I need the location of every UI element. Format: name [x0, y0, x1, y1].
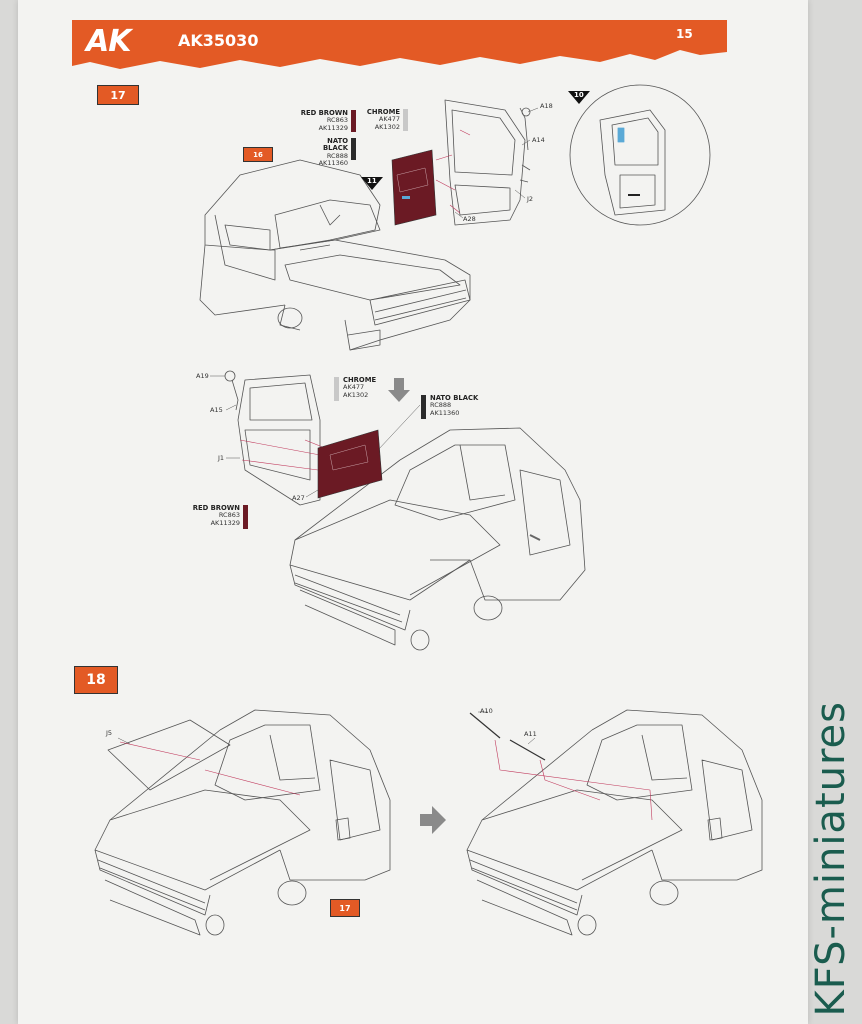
- part-a10-label: A10: [480, 707, 493, 715]
- step-17-ref-badge: 17: [330, 899, 360, 917]
- door-panel-upper: [391, 149, 437, 226]
- door-panel-lower: [317, 429, 383, 499]
- paint-chrome-upper: CHROME AK477 AK1302: [366, 108, 400, 131]
- swatch-nato-black-lower: [421, 395, 426, 419]
- paint-chrome-lower: CHROME AK477 AK1302: [343, 376, 377, 399]
- part-a19-label: A19: [196, 372, 209, 380]
- arrow-down-icon: [388, 378, 410, 402]
- product-code: AK35030: [178, 31, 259, 50]
- paint-red-brown-lower: RED BROWN RC863 AK11329: [192, 504, 240, 527]
- step-11-triangle: [361, 177, 383, 190]
- part-j2-label: J2: [527, 195, 534, 203]
- paint-red-brown-upper: RED BROWN RC863 AK11329: [300, 109, 348, 132]
- cab-step18-left: [94, 709, 391, 936]
- arrow-right-icon: [420, 806, 446, 834]
- paint-nato-black-lower: NATO BLACK RC888 AK11360: [430, 394, 479, 417]
- page-number: 15: [676, 27, 693, 41]
- part-a18-label: A18: [540, 102, 553, 110]
- header-banner: [72, 20, 727, 69]
- watermark: KFS-miniatures: [808, 700, 854, 1016]
- step-10-ref-label: 10: [574, 91, 584, 99]
- detail-circle-10: [569, 84, 711, 226]
- brand-logo: AK: [86, 24, 131, 59]
- door-left-lower: [224, 370, 321, 506]
- paint-nato-black-upper: NATO BLACK RC888 AK11360: [318, 137, 348, 168]
- part-a11-label: A11: [524, 730, 537, 738]
- step-10-triangle: [568, 91, 590, 104]
- door-right-upper: [444, 99, 531, 226]
- swatch-red-brown-upper: [351, 110, 356, 132]
- part-j1-label: J1: [218, 454, 225, 462]
- step-17-badge: 17: [97, 85, 139, 105]
- swatch-nato-black-upper: [351, 138, 356, 160]
- step-16-ref-badge: 16: [243, 147, 273, 162]
- swatch-chrome-upper: [403, 109, 408, 131]
- cab-upper: [199, 159, 471, 351]
- step-11-ref-label: 11: [367, 177, 377, 185]
- part-a27-label: A27: [292, 494, 305, 502]
- cab-step18-right: [466, 709, 763, 936]
- swatch-red-brown-lower: [243, 505, 248, 529]
- part-a14-label: A14: [532, 136, 545, 144]
- swatch-chrome-lower: [334, 377, 339, 401]
- part-a15-label: A15: [210, 406, 223, 414]
- part-j5-label: J5: [106, 729, 113, 737]
- step-18-badge: 18: [74, 666, 118, 694]
- cab-lower: [289, 427, 586, 651]
- part-a28-label: A28: [463, 215, 476, 223]
